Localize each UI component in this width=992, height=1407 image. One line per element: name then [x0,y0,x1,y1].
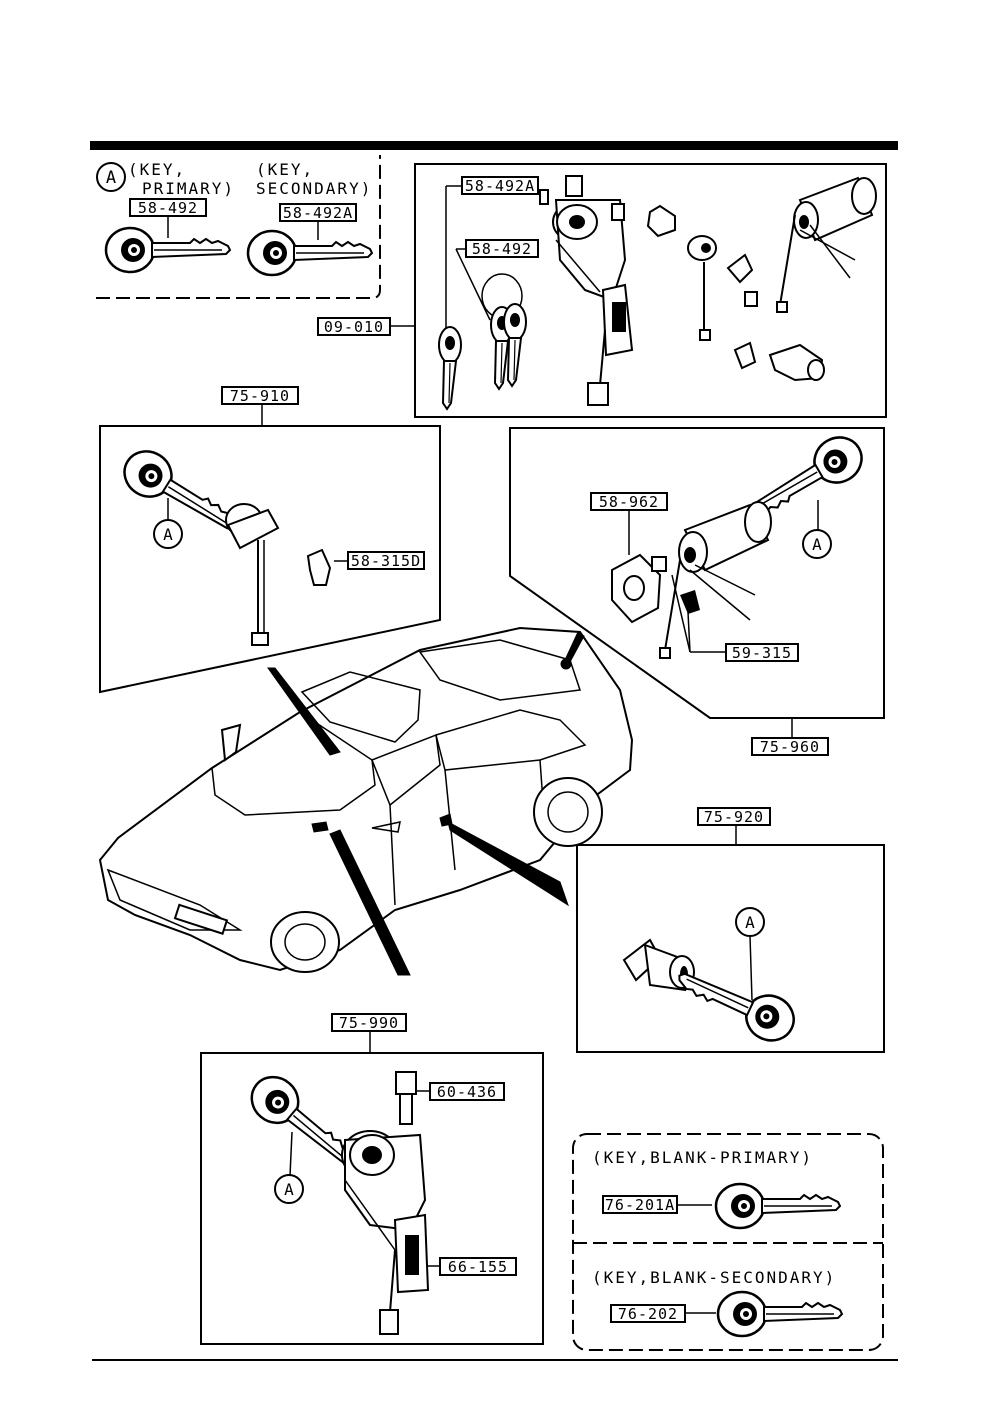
front-wheel-icon [270,911,340,973]
bolt-icon [395,1071,417,1125]
blank-primary-key-icon [714,1182,842,1230]
blank-primary-label: 76-201A [605,1196,675,1214]
steering-lock-cylinder-icon [225,503,280,646]
pointer-ignition [329,829,411,976]
ignition-switch-label: 75-990 [339,1014,399,1032]
trunk-cylinder-body-icon [651,501,772,659]
bolt-label: 60-436 [437,1083,497,1101]
blank-keys-box: (KEY,BLANK-PRIMARY) 76-201A (KEY,BLANK-S… [572,1133,884,1351]
ignition-switch-box: 75-990 A 60-436 66-155 [200,1013,544,1345]
door-cylinder-box: 75-920 A [576,807,885,1053]
trunk-lock-label-box [751,737,829,756]
trunk-lock-box: A 58-962 59-315 75-960 [509,427,885,756]
trunk-cylinder-icon [776,176,877,313]
legend-primary-caption-2: PRIMARY) [142,179,235,198]
legend-secondary-caption-1: (KEY, [256,160,314,179]
blank-secondary-label: 76-202 [618,1305,678,1323]
circle-a-icon-2 [802,529,832,559]
screw-label: 58-315D [351,552,421,570]
rear-glass-icon [418,639,582,701]
blank-secondary-key-icon [716,1290,844,1338]
legend-secondary-part: 58-492A [283,204,353,222]
screw-icon [306,548,332,586]
car-illustration [98,626,634,976]
key-a-label: 58-492A [465,177,535,195]
clip-label: 59-315 [732,644,792,662]
door-cylinder-label-box [697,807,771,826]
secondary-key-icon [246,229,374,277]
steering-lock-label-box [221,386,299,405]
steering-lock-label: 75-910 [230,387,290,405]
key-b-label: 58-492 [472,240,532,258]
legend-primary-part: 58-492 [138,199,198,217]
key-a-icon [438,326,462,410]
ignition-set-box: 09-010 58-492A 58-492 [317,163,887,418]
circle-a-2: A [812,535,822,554]
blank-primary-caption: (KEY,BLANK-PRIMARY) [592,1148,813,1167]
sunroof-icon [300,671,421,743]
circle-a-icon-4 [274,1174,304,1204]
gasket-label: 58-962 [599,493,659,511]
circle-a-1: A [163,525,173,544]
circle-a-4: A [284,1180,294,1199]
switch-part-label: 66-155 [448,1258,508,1276]
legend-box: A (KEY, PRIMARY) (KEY, SECONDARY) 58-492… [96,155,381,299]
legend-a-symbol: A [106,168,116,188]
pointer-door [447,821,569,907]
ignition-set-label: 09-010 [324,318,384,336]
pointer-steering [267,667,341,756]
steering-lock-box: 75-910 A 58-315D [99,386,441,694]
legend-secondary-caption-2: SECONDARY) [256,179,372,198]
legend-primary-caption-1: (KEY, [128,160,186,179]
ignition-lock-assembly-icon [539,175,634,406]
pointer-trunk [564,631,585,663]
trunk-lock-label: 75-960 [760,738,820,756]
door-cylinder-label: 75-920 [704,808,764,826]
legend-a-icon [96,162,126,192]
circle-a-icon-1 [153,519,183,549]
ignition-switch-icon [341,1130,430,1335]
cylinder-parts-icon [646,204,825,382]
rear-wheel-icon [533,777,603,847]
top-rule [90,141,898,150]
ignition-switch-label-box [331,1013,407,1032]
circle-a-3: A [745,913,755,932]
blank-secondary-caption: (KEY,BLANK-SECONDARY) [592,1268,836,1287]
